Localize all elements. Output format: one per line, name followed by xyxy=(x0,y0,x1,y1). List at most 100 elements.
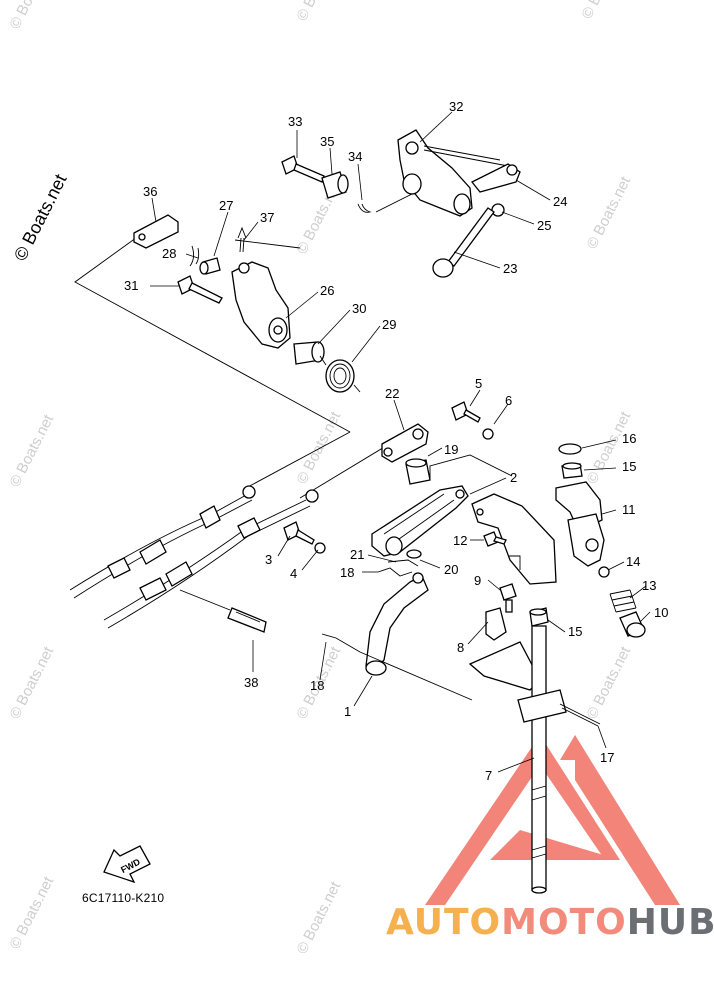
part-5-bolt xyxy=(451,401,481,423)
callout-26: 26 xyxy=(320,283,334,298)
callout-27: 27 xyxy=(219,198,233,213)
callout-28: 28 xyxy=(162,246,176,261)
middle-assembly xyxy=(245,401,513,701)
callout-38: 38 xyxy=(244,675,258,690)
part-37-pin xyxy=(237,226,247,253)
callout-5: 5 xyxy=(475,376,482,391)
callout-19: 19 xyxy=(444,442,458,457)
callout-22: 22 xyxy=(385,386,399,401)
callout-8: 8 xyxy=(457,640,464,655)
brand-wordmark: AUTOMOTOHUB xyxy=(386,902,714,943)
part-11-bracket xyxy=(555,481,605,567)
callout-30: 30 xyxy=(352,301,366,316)
callout-15: 15 xyxy=(568,624,582,639)
brand-part-moto: MOTO xyxy=(501,902,627,943)
callout-18: 18 xyxy=(340,565,354,580)
callout-37: 37 xyxy=(260,210,274,225)
watermark: © Boats.net xyxy=(6,873,57,951)
callout-2: 2 xyxy=(510,470,517,485)
leader-lines xyxy=(150,111,651,773)
part-35-bushing xyxy=(321,171,349,199)
part-18-pin xyxy=(377,567,413,577)
callout-17: 17 xyxy=(600,750,614,765)
callout-4: 4 xyxy=(290,566,297,581)
callout-1: 1 xyxy=(344,704,351,719)
callout-11: 11 xyxy=(622,502,636,517)
callout-9: 9 xyxy=(474,573,481,588)
watermark: © Boats.net xyxy=(583,173,634,251)
part-33-bolt xyxy=(281,155,325,183)
part-2-shift-lever xyxy=(371,485,469,557)
right-assembly xyxy=(468,443,646,894)
callout-14: 14 xyxy=(626,554,640,569)
watermark: © Boats.net xyxy=(583,643,634,721)
mounting-plate xyxy=(471,493,557,585)
callout-18: 18 xyxy=(310,678,324,693)
part-19-collar xyxy=(405,458,431,485)
part-15-nut xyxy=(529,607,549,627)
callout-25: 25 xyxy=(537,218,551,233)
part-15-nut xyxy=(561,462,583,479)
callout-7: 7 xyxy=(485,768,492,783)
watermark: © Boats.net xyxy=(293,878,344,956)
part-30-bushing xyxy=(293,341,325,365)
callout-23: 23 xyxy=(503,261,517,276)
part-23-rod xyxy=(432,207,495,278)
callout-12: 12 xyxy=(453,533,467,548)
watermark: © Boats.net xyxy=(6,643,57,721)
callout-24: 24 xyxy=(553,194,567,209)
part-17-pin xyxy=(559,703,601,727)
reference-code: 6C17110-K210 xyxy=(82,891,165,905)
part-27-collar xyxy=(199,257,221,275)
callout-21: 21 xyxy=(350,547,364,562)
part-12-screw xyxy=(483,531,507,547)
callout-34: 34 xyxy=(348,149,362,164)
brand-part-auto: AUTO xyxy=(386,902,502,943)
part-22-joint xyxy=(381,423,429,463)
shift-cables xyxy=(69,485,319,629)
watermark: © Boats.net xyxy=(293,408,344,486)
part-28-clip xyxy=(189,245,200,267)
part-13-spring xyxy=(609,589,637,613)
callout-3: 3 xyxy=(265,552,272,567)
callout-6: 6 xyxy=(505,393,512,408)
part-9-screw xyxy=(499,583,517,613)
fwd-arrow: FWD xyxy=(103,845,151,884)
callout-29: 29 xyxy=(382,317,396,332)
top-assembly xyxy=(281,129,521,278)
part-18-pin xyxy=(321,633,361,653)
part-20-washer xyxy=(406,549,422,559)
part-6-washer xyxy=(482,428,494,440)
part-29-spring xyxy=(319,355,361,393)
part-34-clip xyxy=(357,203,372,213)
part-8-plate xyxy=(468,607,541,691)
part-7-shift-rod xyxy=(517,625,567,894)
part-31-bolt xyxy=(177,275,223,304)
part-16-washer xyxy=(558,443,582,455)
callout-35: 35 xyxy=(320,134,334,149)
brand-part-hub: HUB xyxy=(626,902,714,943)
watermark: © Boats.net xyxy=(578,0,629,22)
watermark: © Boats.net xyxy=(293,0,344,24)
part-38-clip xyxy=(227,607,267,633)
callout-numbers: 33 35 34 32 24 25 23 36 27 37 28 31 26 3… xyxy=(124,99,668,783)
brand-logo-triangle xyxy=(425,735,680,905)
callout-20: 20 xyxy=(444,562,458,577)
upper-left-assembly xyxy=(74,214,361,433)
part-14-ball xyxy=(598,566,610,578)
part-36-clevis xyxy=(133,214,179,249)
callout-13: 13 xyxy=(642,578,656,593)
part-26-lever xyxy=(231,261,291,349)
part-3-bolt xyxy=(283,521,315,545)
callout-36: 36 xyxy=(143,184,157,199)
callout-32: 32 xyxy=(449,99,463,114)
watermark: © Boats.net xyxy=(583,408,634,486)
callout-33: 33 xyxy=(288,114,302,129)
callout-10: 10 xyxy=(654,605,668,620)
callout-16: 16 xyxy=(622,431,636,446)
watermark: © Boats.net xyxy=(6,411,57,489)
part-24-ball-joint xyxy=(470,163,521,193)
part-25-washer xyxy=(491,203,505,217)
